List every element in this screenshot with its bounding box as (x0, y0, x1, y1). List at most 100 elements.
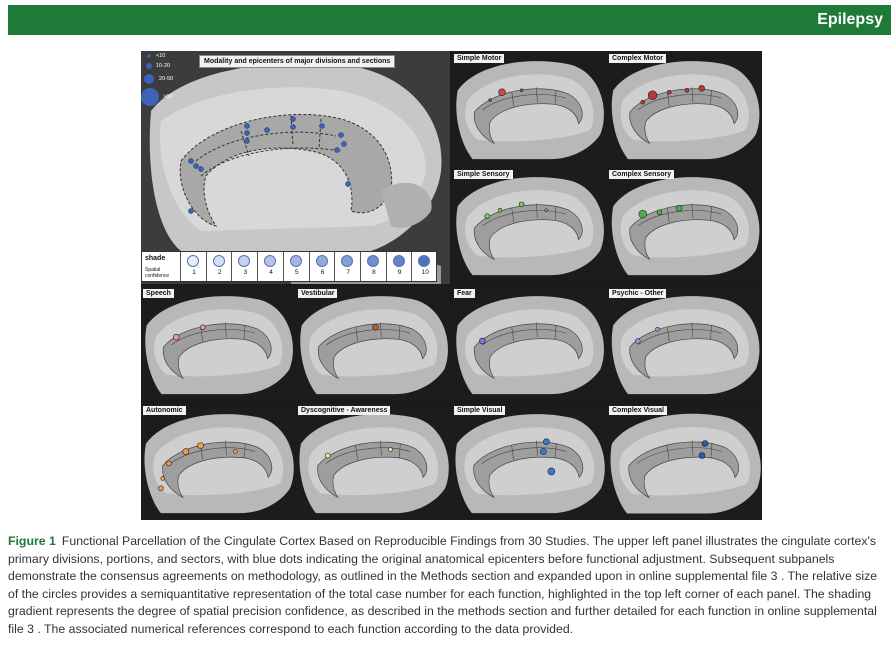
epicenter-dot (372, 324, 379, 331)
main-panel: <10 10-20 20-50 >50 Modality and epicent… (141, 51, 450, 284)
epicenter-dot (325, 452, 331, 459)
epicenter-dot (543, 438, 550, 445)
epicenter-dot (698, 85, 705, 92)
epicenter-dot (497, 207, 503, 213)
size-legend (141, 54, 159, 106)
subpanel: Simple Motor (452, 51, 606, 165)
subpanel-title: Psychic - Other (609, 289, 667, 298)
epicenter-dot (182, 448, 189, 455)
epicenter-dot (172, 333, 180, 341)
shade-level: 4 (269, 269, 273, 276)
subpanel: Simple Visual (452, 403, 606, 520)
brain-slice (452, 286, 606, 400)
epicenter-dot (158, 485, 164, 492)
epicenter-dot (684, 88, 690, 93)
shade-header: shade (145, 255, 166, 262)
shade-level: 2 (217, 269, 222, 276)
epicenter-dot (498, 88, 506, 97)
subpanel: Simple Sensory (452, 167, 606, 281)
shade-cell: 4 (257, 252, 283, 281)
shade-level: 9 (397, 269, 402, 276)
shade-cell: 3 (231, 252, 257, 281)
shade-cell: 2 (205, 252, 232, 281)
shade-level: 7 (346, 269, 350, 276)
main-panel-title: Modality and epicenters of major divisio… (199, 55, 396, 68)
subpanel-title: Complex Sensory (609, 170, 675, 179)
epicenter-dot (484, 213, 490, 219)
subpanel: Psychic - Other (607, 286, 762, 400)
shade-table: shade Spatial confidence 1 2 3 4 5 6 7 8 9 10 (141, 251, 437, 282)
shade-cell: 10 (411, 252, 437, 281)
epicenter-dot (544, 208, 548, 213)
subpanel: Vestibular (296, 286, 450, 400)
epicenter-dot (479, 337, 486, 345)
shade-cell: 1 (180, 252, 206, 281)
subpanel-title: Vestibular (298, 289, 338, 298)
shade-subheader: Spatial confidence (145, 267, 170, 279)
epicenter-dot (540, 448, 547, 455)
shade-level: 8 (372, 269, 376, 276)
subpanel-title: Complex Visual (609, 406, 668, 415)
epicenter-dot (547, 467, 556, 476)
brain-slice (141, 403, 295, 520)
epicenter-dot (655, 326, 660, 332)
brain-slice (452, 51, 606, 165)
shade-swatch (418, 255, 431, 267)
shade-cell: 9 (385, 252, 412, 281)
legend-label: 20-50 (159, 76, 174, 82)
subpanel-title: Simple Visual (454, 406, 506, 415)
brain-slice (452, 167, 606, 281)
brain-slice (141, 286, 295, 400)
shade-swatch (212, 255, 225, 267)
legend-label: >50 (163, 94, 173, 100)
brain-slice (296, 403, 450, 520)
brain-slice (608, 51, 761, 165)
epicenter-dot (701, 440, 709, 447)
shade-swatch (392, 255, 405, 267)
epicenter-dot (388, 447, 393, 452)
epicenter-dot (519, 88, 524, 93)
epicenter-dot (166, 460, 172, 467)
shade-level: 1 (192, 269, 196, 276)
epicenter-dot (656, 209, 663, 215)
shade-swatch (341, 255, 354, 267)
epicenter-dot (635, 338, 641, 344)
subpanel: Dyscognitive - Awareness (296, 403, 450, 520)
shade-swatch (315, 255, 328, 267)
subpanel-title: Autonomic (143, 406, 186, 415)
figure-label: Figure 1 (8, 534, 56, 548)
subpanel-title: Speech (143, 289, 174, 298)
figure-image: <10 10-20 20-50 >50 Modality and epicent… (141, 51, 762, 520)
brain-slice (296, 286, 450, 400)
shade-level: 5 (294, 269, 299, 276)
epicenter-dot (647, 90, 658, 100)
subpanel-title: Simple Motor (454, 54, 505, 63)
shade-swatch (289, 255, 302, 267)
brain-slice (608, 286, 761, 400)
legend-label: <10 (156, 53, 166, 59)
shade-cell: 8 (359, 252, 386, 281)
shade-swatch (238, 255, 251, 267)
shade-swatch (366, 255, 379, 267)
shade-swatch (264, 255, 277, 267)
shade-cell: 7 (334, 252, 360, 281)
epicenter-dot (638, 209, 647, 219)
shade-cell: 5 (282, 252, 309, 281)
caption-text: Functional Parcellation of the Cingulate… (8, 534, 878, 636)
brain-slice (608, 167, 761, 281)
epicenter-dot (160, 476, 166, 481)
shade-level: 6 (320, 269, 325, 276)
subpanel: Fear (452, 286, 606, 400)
subpanel: Complex Sensory (607, 167, 762, 281)
epicenter-dot (233, 449, 238, 454)
legend-label: 10-20 (156, 63, 171, 69)
shade-level: 10 (421, 269, 429, 276)
epicenter-dot (698, 452, 706, 459)
subpanel-title: Dyscognitive - Awareness (298, 406, 391, 415)
epicenter-dot (488, 98, 492, 102)
epicenter-dot (675, 205, 683, 212)
shade-cell: 6 (308, 252, 335, 281)
epicenter-dot (667, 90, 672, 95)
subpanel: Complex Motor (607, 51, 762, 165)
